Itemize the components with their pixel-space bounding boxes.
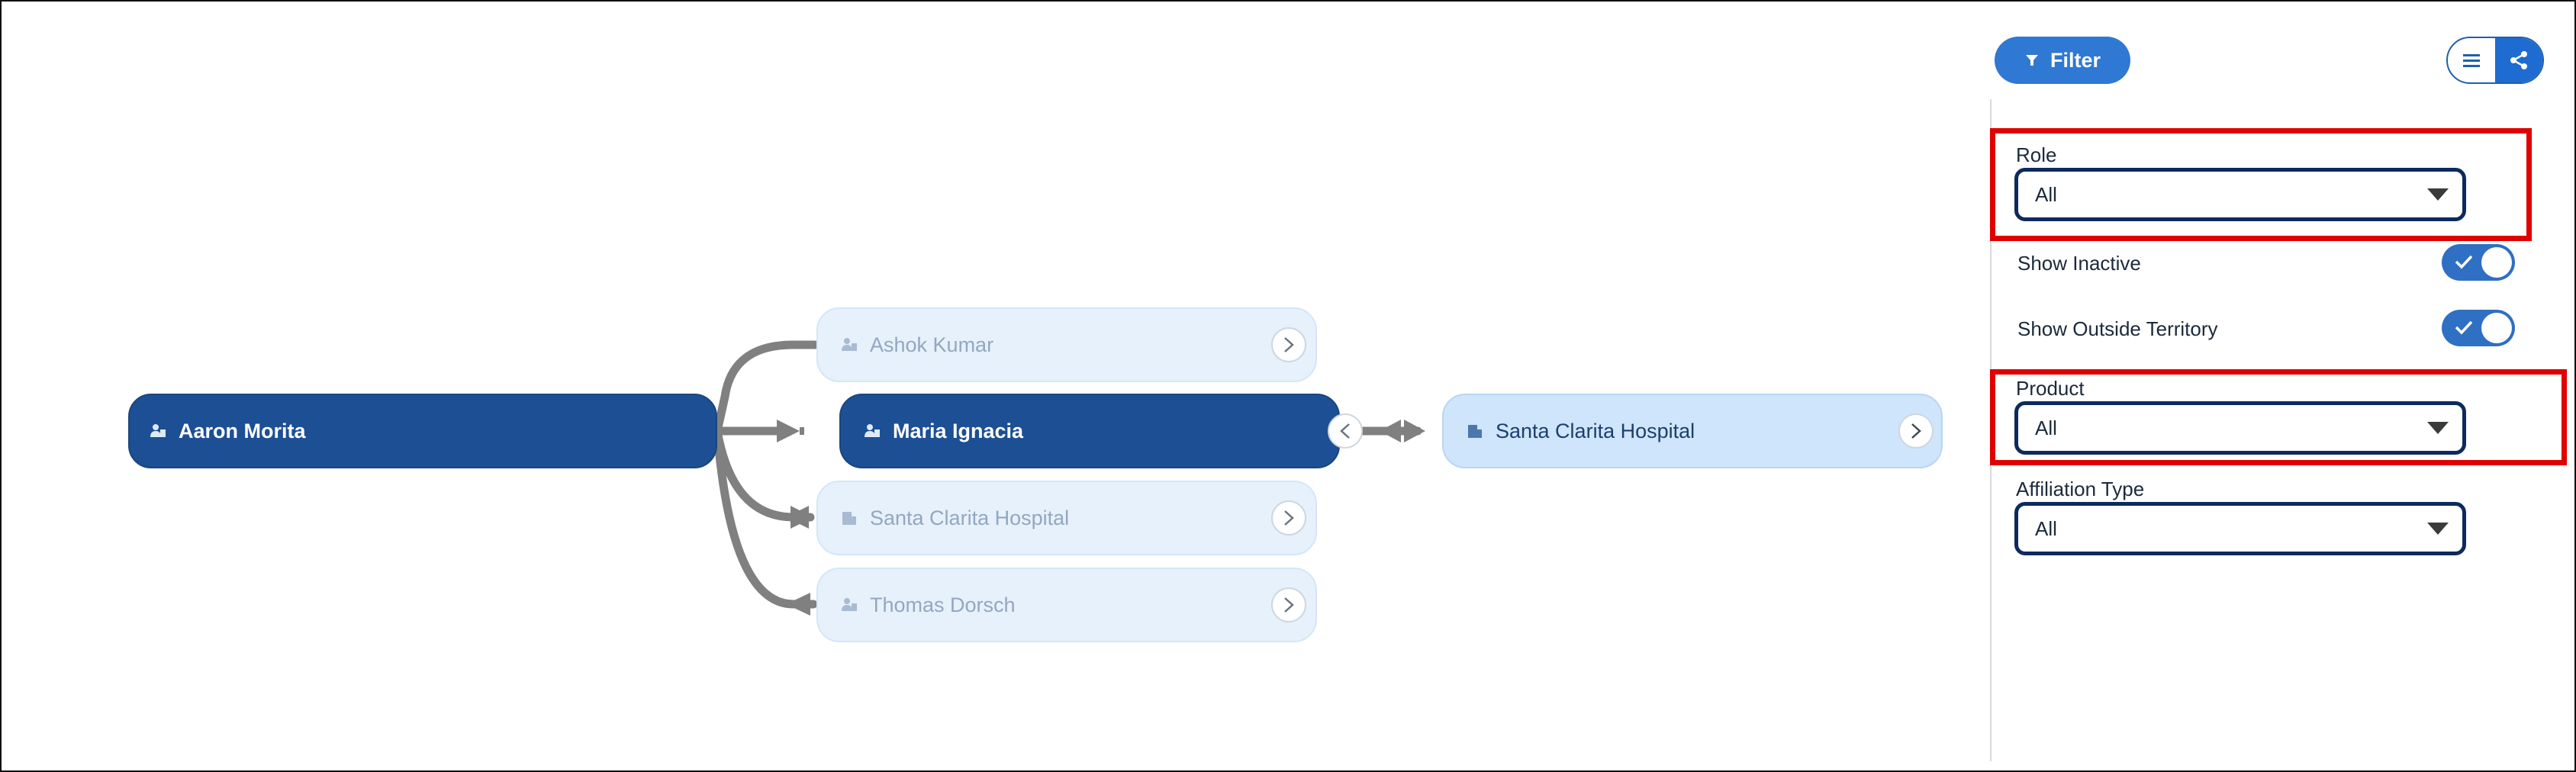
graph-node-child[interactable]: Thomas Dorsch (816, 568, 1317, 642)
caret-down-icon (2427, 523, 2449, 535)
connector-thomas (713, 426, 818, 609)
view-toggle[interactable] (2446, 37, 2544, 84)
graph-node-label: Aaron Morita (179, 419, 306, 442)
filter-button[interactable]: Filter (1995, 37, 2130, 84)
person-account-icon (150, 424, 166, 437)
toggle-knob (2481, 247, 2512, 278)
graph-node-label: Santa Clarita Hospital (870, 506, 1070, 529)
highlight-box-product (1990, 369, 2567, 465)
expand-node-button[interactable] (1271, 327, 1306, 362)
person-account-icon (865, 424, 880, 437)
graph-node-child[interactable]: Ashok Kumar (816, 307, 1317, 382)
expand-node-button[interactable] (1898, 413, 1934, 449)
role-select-value: All (2035, 182, 2057, 206)
product-label: Product (2016, 377, 2085, 400)
graph-node-root[interactable]: Aaron Morita (128, 394, 717, 468)
affiliation-type-select-value: All (2035, 516, 2057, 540)
relationship-graph (713, 340, 1425, 616)
building-icon (1468, 425, 1482, 438)
expand-node-button[interactable] (1271, 587, 1306, 622)
list-view-button[interactable] (2448, 38, 2495, 82)
filter-button-label: Filter (2050, 48, 2101, 72)
person-account-icon (842, 598, 857, 611)
graph-node-label: Ashok Kumar (870, 333, 994, 356)
graph-node-child[interactable]: Santa Clarita Hospital (816, 481, 1317, 555)
role-label: Role (2016, 143, 2057, 166)
graph-view-button[interactable] (2495, 38, 2542, 82)
filter-icon (2025, 55, 2038, 66)
chevron-right-icon (1284, 337, 1294, 352)
chevron-right-icon (1284, 510, 1294, 526)
affiliation-type-label: Affiliation Type (2016, 478, 2145, 500)
graph-node-label: Maria Ignacia (893, 419, 1024, 442)
person-account-icon (842, 338, 857, 351)
chevron-right-icon (1911, 423, 1921, 439)
caret-down-icon (2427, 188, 2449, 201)
graph-node-label: Thomas Dorsch (870, 593, 1016, 616)
connector-hospital (713, 426, 815, 522)
graph-node-label: Santa Clarita Hospital (1496, 419, 1695, 442)
collapse-node-button[interactable] (1328, 413, 1363, 449)
building-icon (842, 512, 856, 525)
connector-ashok (713, 340, 819, 436)
share-icon (2510, 51, 2527, 69)
toggle-knob (2481, 313, 2512, 343)
caret-down-icon (2427, 422, 2449, 434)
expand-node-button[interactable] (1271, 500, 1306, 536)
show-inactive-label: Show Inactive (2017, 252, 2141, 275)
highlight-box-role (1990, 128, 2532, 241)
graph-node-selected[interactable]: Maria Ignacia (839, 394, 1340, 468)
affiliation-type-select[interactable]: All (2014, 502, 2466, 555)
chevron-left-icon (1340, 423, 1350, 439)
show-outside-territory-toggle[interactable] (2442, 310, 2515, 346)
show-inactive-toggle[interactable] (2442, 244, 2515, 281)
role-select[interactable]: All (2014, 168, 2466, 221)
product-select[interactable]: All (2014, 401, 2466, 455)
chevron-right-icon (1284, 597, 1294, 613)
show-outside-territory-label: Show Outside Territory (2017, 317, 2218, 340)
list-icon (2463, 54, 2480, 67)
check-icon (2455, 255, 2473, 269)
check-icon (2455, 320, 2473, 335)
graph-node-expanded[interactable]: Santa Clarita Hospital (1442, 394, 1943, 468)
product-select-value: All (2035, 416, 2057, 439)
